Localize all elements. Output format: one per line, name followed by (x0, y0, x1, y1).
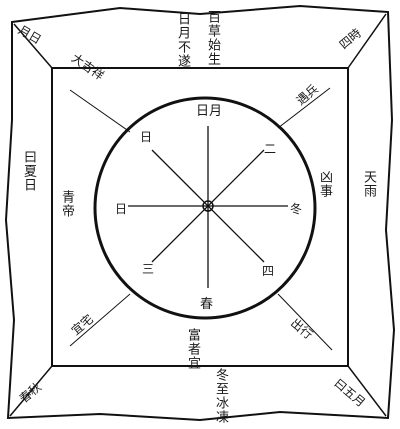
ring-glyph-bottom: 春 (200, 297, 214, 312)
corner-line-br (347, 365, 387, 417)
inner-band-left: 青帝 (59, 190, 74, 218)
corner-line-tr (347, 13, 387, 69)
ring-glyph-bottom-right: 四 (262, 264, 275, 278)
ring-glyph-bottom-left: 三 (142, 262, 155, 276)
inner-frame (51, 67, 349, 367)
ring-glyph-right: 冬 (290, 202, 303, 216)
diag-text-path-tl (69, 89, 131, 133)
ring-glyph-top: 日月 (196, 104, 223, 119)
spoke-diag-2 (151, 149, 265, 263)
diag-text-path-br (277, 293, 333, 351)
outer-band-right: 天雨 (361, 170, 376, 198)
ring-glyph-top-left: 日 (140, 130, 153, 144)
ring-glyph-left: 日 (115, 202, 128, 216)
ring-glyph-top-right: 二 (264, 142, 277, 156)
corner-line-bl (9, 365, 53, 417)
outer-band-top: 百草始生 (205, 10, 220, 66)
inner-band-right: 凶事 (317, 170, 332, 198)
outer-band-left: 曰夏日 (21, 150, 36, 192)
center-circle (93, 96, 317, 320)
diag-text-path-tr (277, 87, 331, 129)
corner-line-tl (13, 23, 53, 69)
diag-text-path-bl (69, 293, 131, 347)
inner-band-top: 日月不遂 (175, 12, 190, 68)
outer-border (4, 4, 396, 422)
inner-band-bottom: 富者宜 (185, 328, 200, 370)
outer-band-bottom: 冬至冰凍 (213, 368, 228, 424)
